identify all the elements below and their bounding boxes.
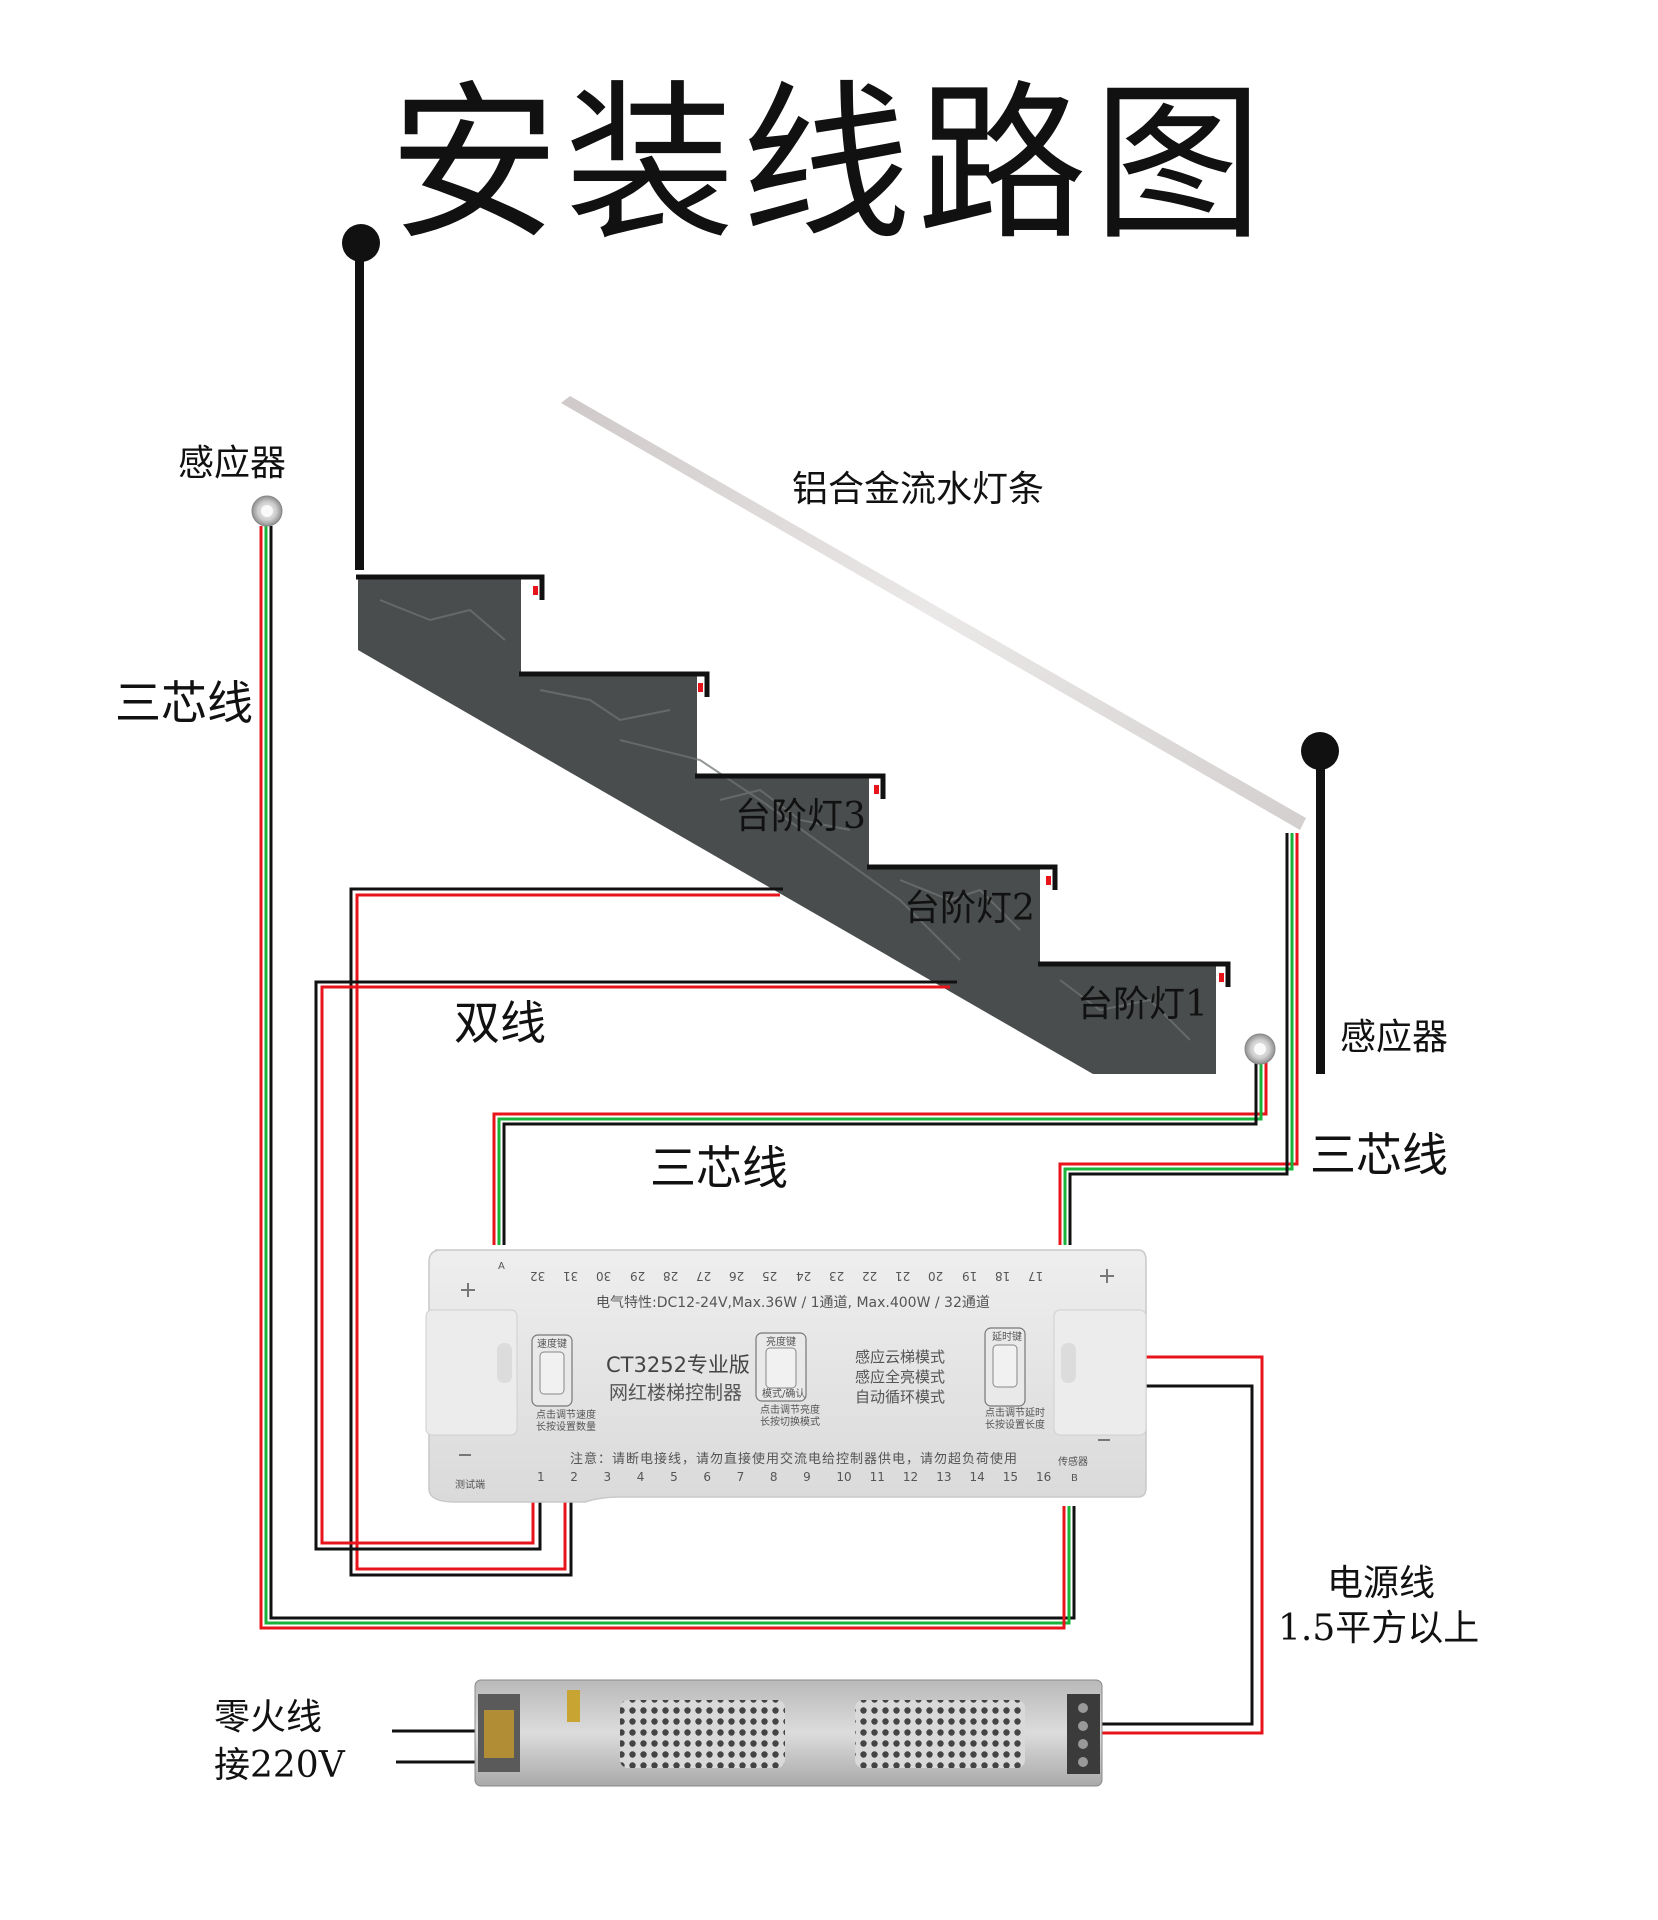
terminal-25: 25 [762,1269,778,1283]
terminal-28: 28 [662,1269,679,1283]
three-core-label-mid: 三芯线 [650,1141,788,1195]
step-light-1-label: 台阶灯1 [1077,984,1208,1025]
terminal-30: 30 [596,1269,612,1283]
port-a-label: A [498,1261,505,1272]
mode-2: 感应全亮模式 [855,1368,946,1386]
power-cable-spec-label: 1.5平方以上 [1278,1608,1480,1649]
mains-label: 零火线 [214,1697,323,1738]
controller-spec: 电气特性:DC12-24V,Max.36W / 1通道, Max.400W / … [596,1295,990,1311]
power-supply [474,1679,1103,1787]
step-light-3-label: 台阶灯3 [735,796,866,837]
terminal-23: 23 [828,1269,845,1283]
port-b-label: B [1071,1473,1078,1484]
delay-hint-1: 点击调节延时 [985,1408,1045,1419]
terminal-15: 15 [1002,1470,1018,1484]
terminal-12: 12 [902,1470,919,1484]
speed-hint-1: 点击调节速度 [536,1410,596,1421]
wire-step-light-1 [314,980,957,1551]
staircase-marble-veins [379,599,1191,1041]
wire-mains [392,1729,485,1764]
step-light-red-marks [533,586,1224,982]
terminal-31: 31 [563,1269,579,1283]
handrail-post-bottom [1301,732,1339,1074]
terminal-7: 7 [736,1470,745,1484]
speed-key-label: 速度键 [537,1339,567,1350]
terminal-16: 16 [1036,1470,1052,1484]
brightness-key-sublabel: 模式/确认 [762,1389,806,1400]
terminal-14: 14 [969,1470,985,1484]
terminal-4: 4 [636,1470,645,1484]
mode-1: 感应云梯模式 [855,1348,946,1366]
test-port-label: 测试端 [455,1480,485,1491]
terminal-17: 17 [1028,1269,1044,1283]
terminal-24: 24 [795,1269,811,1283]
sensor-bottom [1244,1033,1276,1065]
sensor-label-bottom: 感应器 [1340,1017,1449,1058]
three-core-label-left: 三芯线 [115,676,253,730]
staircase [358,579,1216,1074]
terminal-5: 5 [670,1470,678,1484]
brightness-hint-2: 长按切换模式 [760,1417,820,1428]
wire-power [1098,1355,1264,1735]
terminal-19: 19 [961,1269,977,1283]
brightness-hint-1: 点击调节亮度 [760,1405,820,1416]
terminal-8: 8 [769,1470,778,1484]
controller-model: CT3252专业版 [606,1353,750,1377]
mains-voltage-label: 接220V [214,1745,345,1786]
terminal-9: 9 [803,1470,811,1484]
terminal-26: 26 [729,1269,745,1283]
wire-left-sensor [259,526,1076,1630]
controller-name: 网红楼梯控制器 [609,1382,743,1404]
power-cable-label: 电源线 [1327,1563,1436,1604]
controller-notice: 注意：请断电接线，请勿直接使用交流电给控制器供电，请勿超负荷使用 [570,1452,1019,1467]
aluminum-led-strip [561,396,1306,830]
step-edges [356,574,1231,987]
brightness-key-label: 亮度键 [766,1337,796,1348]
terminal-3: 3 [603,1470,612,1484]
terminal-13: 13 [936,1470,952,1484]
terminal-20: 20 [928,1269,944,1283]
wire-bottom-sensor [492,1062,1268,1245]
controller-box [425,1249,1147,1503]
terminal-11: 11 [869,1470,885,1484]
terminal-1: 1 [537,1470,545,1484]
mode-3: 自动循环模式 [855,1388,946,1406]
delay-key-label: 延时键 [992,1332,1022,1343]
speed-hint-2: 长按设置数量 [536,1422,596,1433]
two-wire-label: 双线 [454,996,546,1050]
terminal-10: 10 [836,1470,852,1484]
terminal-22: 22 [862,1269,878,1283]
terminal-21: 21 [895,1269,911,1283]
wire-strip-sensor [1058,833,1299,1245]
terminal-6: 6 [703,1470,711,1484]
terminal-32: 32 [530,1269,546,1283]
sensor-left [251,495,283,527]
three-core-label-right: 三芯线 [1310,1128,1448,1182]
terminal-2: 2 [570,1470,578,1484]
strip-label: 铝合金流水灯条 [792,469,1045,510]
step-light-2-label: 台阶灯2 [904,888,1035,929]
wire-step-light-3 [349,887,783,1577]
diagram-title: 安装线路图 [388,66,1269,264]
delay-hint-2: 长按设置长度 [985,1420,1045,1431]
terminal-18: 18 [994,1269,1011,1283]
sensor-port-label: 传感器 [1058,1457,1088,1468]
sensor-label-left: 感应器 [178,443,287,484]
terminal-27: 27 [696,1269,712,1283]
terminal-29: 29 [629,1269,645,1283]
handrail-post-top [342,224,380,570]
